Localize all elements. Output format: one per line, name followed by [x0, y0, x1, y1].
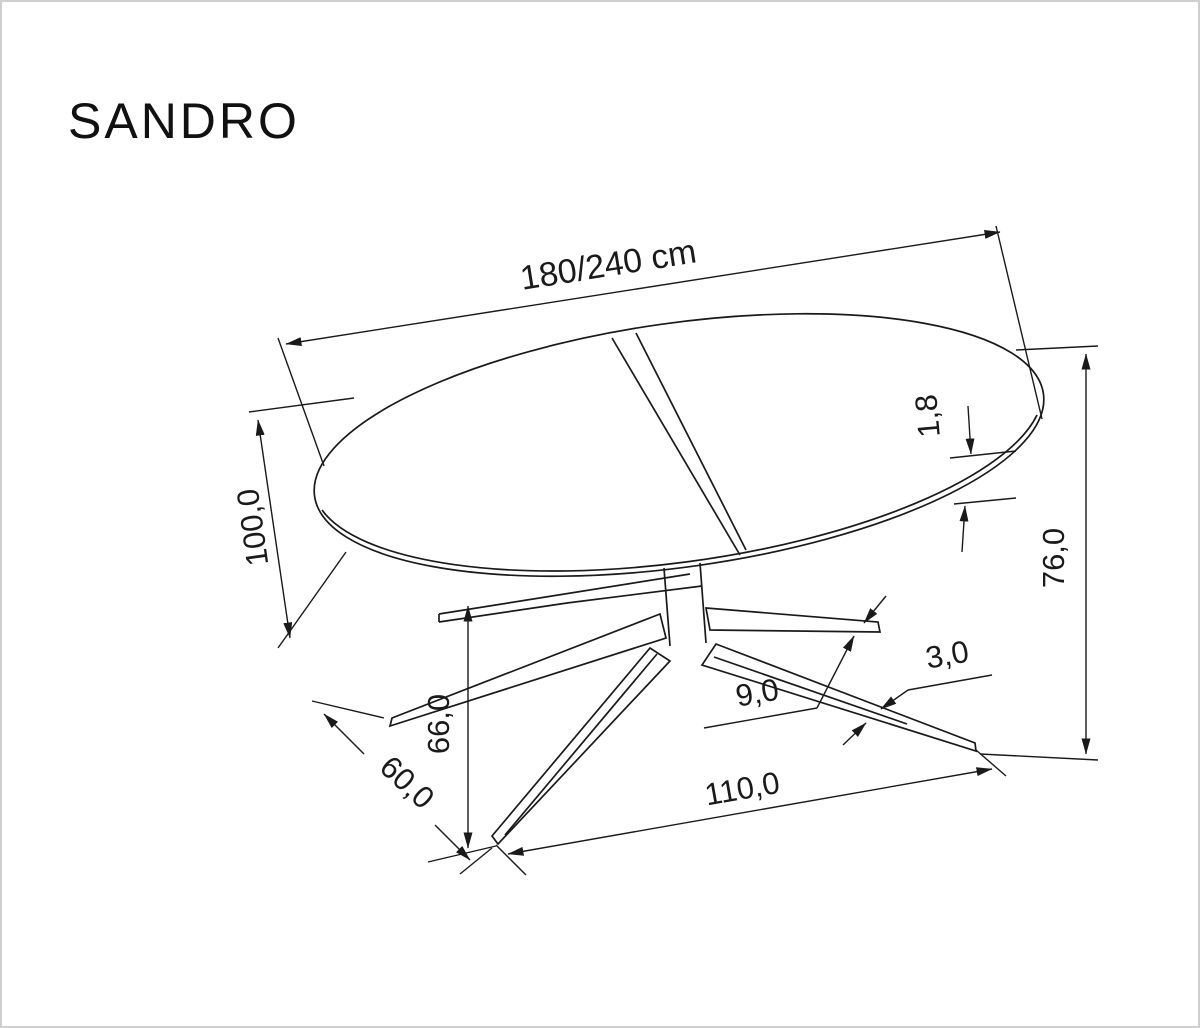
dimension-line	[255, 419, 293, 639]
extension-line	[975, 749, 1007, 777]
dimension-leg-thickness: 3,0	[842, 634, 993, 746]
product-title: SANDRO	[68, 93, 300, 149]
dimension-arrow-line	[959, 505, 969, 553]
extension-line	[949, 450, 1017, 459]
dimension-arrow-line	[965, 405, 975, 455]
dimension-arrow-line	[816, 635, 855, 709]
dimension-line	[434, 824, 471, 861]
dimension-label-base-depth: 60,0	[373, 749, 441, 816]
extension-line	[459, 847, 493, 875]
underside-rail-line	[438, 573, 691, 615]
extension-line	[311, 700, 385, 719]
tabletop-seam-line-2	[635, 332, 747, 551]
table-leg-back-right	[704, 607, 882, 633]
dimension-label-leg-thickness: 3,0	[923, 634, 972, 676]
dimension-label-clearance: 66,0	[421, 694, 456, 754]
extension-line	[979, 753, 1099, 761]
dimension-label-length: 180/240 cm	[518, 232, 699, 297]
dimension-arrow-line	[863, 595, 887, 624]
pedestal-column-left-edge	[663, 567, 671, 647]
dimension-height: 76,0	[979, 345, 1099, 761]
extension-line	[277, 551, 347, 649]
tabletop-thickness-edge	[321, 414, 1038, 572]
dimension-base-length: 110,0	[495, 749, 1007, 876]
extension-line	[427, 845, 497, 863]
dimension-thickness: 1,8	[908, 393, 1017, 553]
table-leg-front-right	[700, 642, 978, 753]
dimension-label-leg-width: 9,0	[733, 672, 782, 714]
dimension-arrow-line	[842, 722, 867, 746]
dimension-label-depth: 100,0	[230, 487, 275, 569]
dimension-line	[507, 767, 993, 856]
table-drawing	[313, 312, 1045, 846]
extension-line	[953, 497, 1017, 505]
dimension-line	[285, 229, 1001, 347]
underside-rail-line-2	[438, 585, 703, 623]
extension-line	[248, 397, 355, 413]
leader-line	[907, 674, 993, 691]
extension-line	[1015, 345, 1099, 351]
leader-line	[703, 707, 818, 729]
dimension-line	[323, 713, 365, 755]
pedestal-column-right-edge	[699, 562, 707, 644]
table-leg-front-right-ridge	[713, 656, 908, 725]
dimension-label-height: 76,0	[1036, 528, 1071, 588]
dimension-clearance: 66,0	[421, 605, 497, 863]
extension-line	[995, 225, 1043, 420]
dimension-arrow-line	[880, 689, 909, 710]
tabletop-seam-line	[611, 337, 741, 556]
dimension-base-depth: 60,0	[311, 700, 493, 875]
extension-line	[277, 337, 325, 467]
dimension-label-base-length: 110,0	[702, 765, 782, 813]
dimension-label-thickness: 1,8	[908, 393, 947, 439]
dimension-leg-width: 9,0	[703, 595, 887, 729]
table-leg-back-left	[388, 612, 668, 728]
extension-line	[495, 844, 527, 876]
